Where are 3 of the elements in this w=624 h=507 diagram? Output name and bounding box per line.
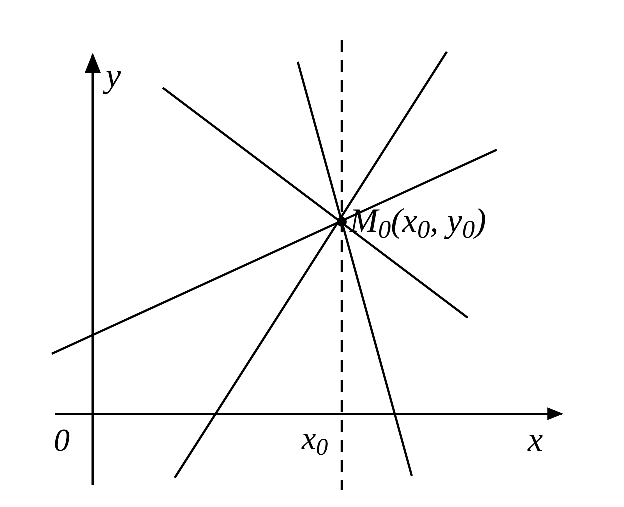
axis-label: x [528,424,544,458]
origin-label: 0 [54,424,70,456]
tick-label: x$_{0}$ [302,422,328,454]
